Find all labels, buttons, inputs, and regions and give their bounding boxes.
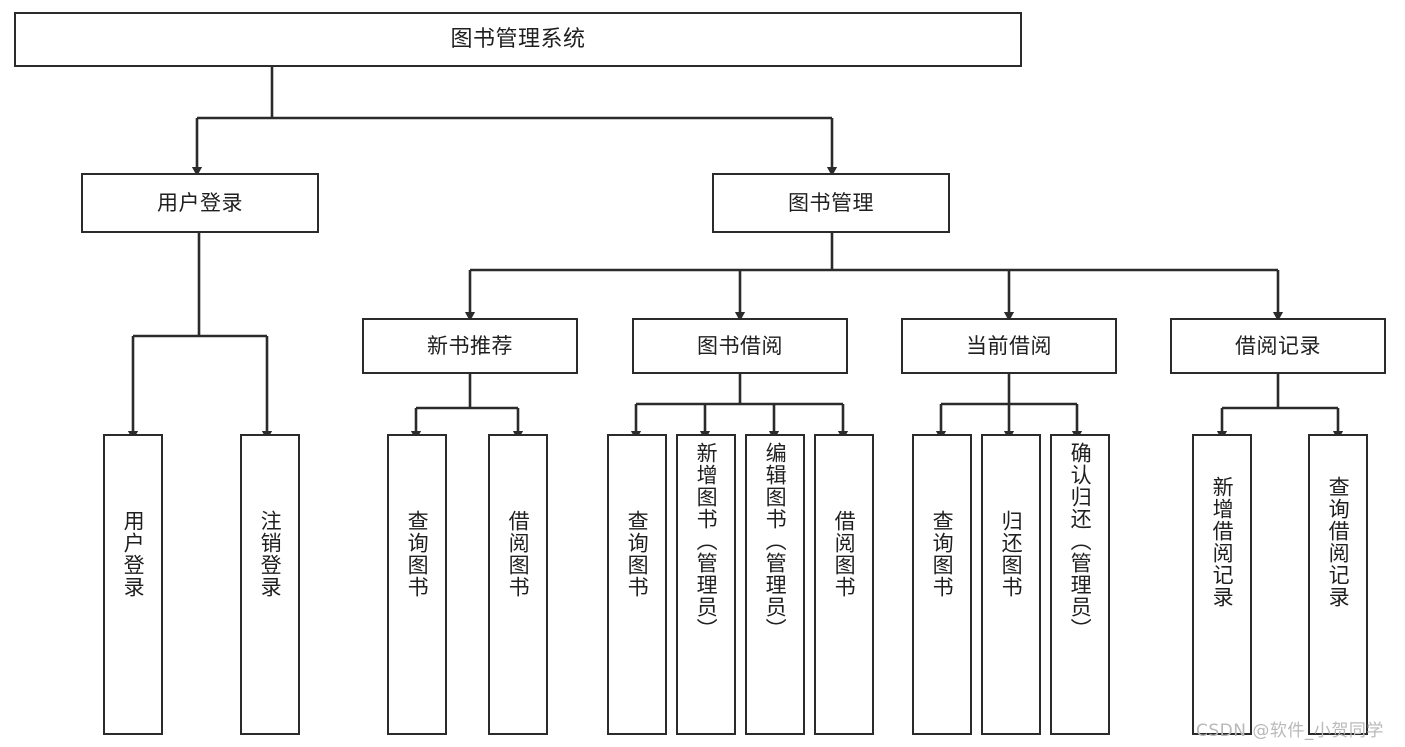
node-label: 归还图书	[999, 510, 1024, 598]
leaf-add-borrow-record[interactable]: 新增借阅记录	[1192, 434, 1252, 735]
node-label: 查询图书	[930, 510, 955, 598]
leaf-return-book[interactable]: 归还图书	[981, 434, 1041, 735]
node-label: 用户登录	[157, 190, 243, 215]
node-book-borrow[interactable]: 图书借阅	[632, 318, 848, 374]
leaf-query-book-current[interactable]: 查询图书	[912, 434, 972, 735]
node-label: 借阅图书	[506, 510, 531, 598]
leaf-borrow-book[interactable]: 借阅图书	[814, 434, 874, 735]
leaf-confirm-return-admin[interactable]: 确认归还（管理员）	[1050, 434, 1110, 735]
node-label: 图书借阅	[697, 333, 783, 358]
node-label: 编辑图书（管理员）	[763, 442, 788, 640]
node-label: 查询图书	[625, 510, 650, 598]
node-label: 借阅记录	[1235, 333, 1321, 358]
leaf-logout[interactable]: 注销登录	[240, 434, 300, 735]
node-label: 图书管理	[788, 190, 874, 215]
leaf-query-book-borrow[interactable]: 查询图书	[607, 434, 667, 735]
leaf-user-login[interactable]: 用户登录	[103, 434, 163, 735]
node-current-borrow[interactable]: 当前借阅	[901, 318, 1117, 374]
node-label: 图书管理系统	[450, 26, 586, 52]
node-label: 注销登录	[258, 510, 283, 598]
node-label: 新书推荐	[427, 333, 513, 358]
node-borrow-records[interactable]: 借阅记录	[1170, 318, 1386, 374]
node-label: 借阅图书	[832, 510, 857, 598]
node-label: 新增图书（管理员）	[694, 442, 719, 640]
leaf-query-book-recommend[interactable]: 查询图书	[387, 434, 447, 735]
node-new-book-recommend[interactable]: 新书推荐	[362, 318, 578, 374]
leaf-query-borrow-record[interactable]: 查询借阅记录	[1308, 434, 1368, 735]
node-label: 用户登录	[121, 510, 146, 598]
node-label: 当前借阅	[966, 333, 1052, 358]
node-book-management[interactable]: 图书管理	[712, 173, 950, 233]
node-label: 查询图书	[405, 510, 430, 598]
node-label: 查询借阅记录	[1326, 476, 1351, 608]
node-label: 确认归还（管理员）	[1068, 442, 1093, 640]
leaf-add-book-admin[interactable]: 新增图书（管理员）	[676, 434, 736, 735]
leaf-borrow-book-recommend[interactable]: 借阅图书	[488, 434, 548, 735]
node-root-system[interactable]: 图书管理系统	[14, 12, 1022, 67]
node-user-login[interactable]: 用户登录	[81, 173, 319, 233]
leaf-edit-book-admin[interactable]: 编辑图书（管理员）	[745, 434, 805, 735]
node-label: 新增借阅记录	[1210, 476, 1235, 608]
